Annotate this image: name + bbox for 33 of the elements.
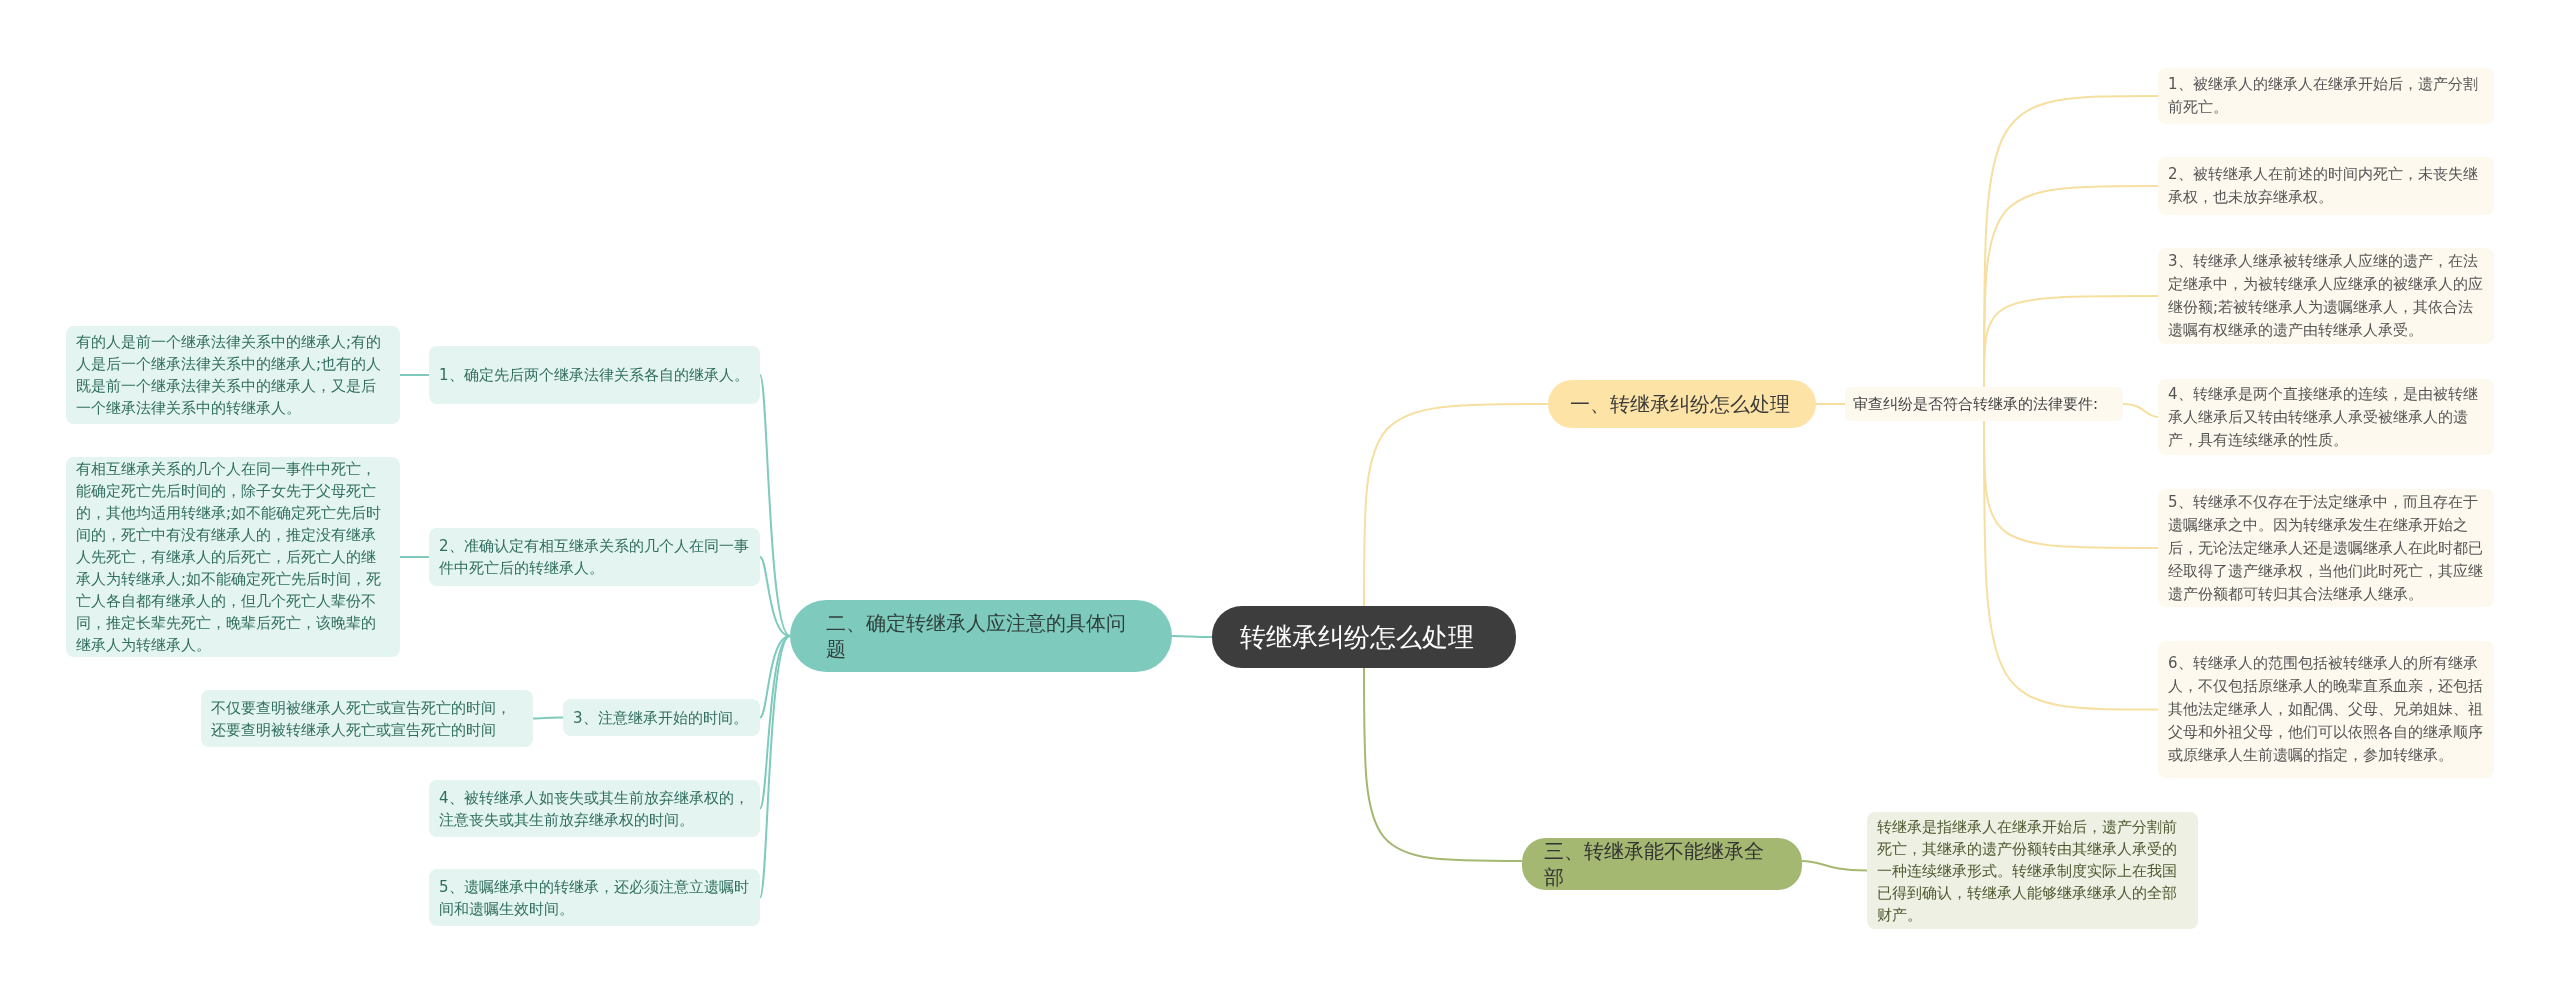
- central-topic: 转继承纠纷怎么处理: [1212, 606, 1516, 668]
- subtopic-box: 6、转继承人的范围包括被转继承人的所有继承人，不仅包括原继承人的晚辈直系血亲，还包括其他法定继承人，如配偶、父母、兄弟姐妹、祖父母和外祖父母，他们可以依照各自的继承顺序或原继承人生前遗嘱的指定，参加转继承。: [2158, 641, 2494, 778]
- connector-line: [759, 635, 791, 810]
- subtopic-box: 审查纠纷是否符合转继承的法律要件:: [1845, 387, 2123, 421]
- subtopic-box: 3、注意继承开始的时间。: [563, 699, 760, 736]
- connector-line: [2122, 403, 2159, 418]
- subtopic-box: 4、被转继承人如丧失或其生前放弃继承权的，注意丧失或其生前放弃继承权的时间。: [429, 780, 760, 837]
- subtopic-box: 2、准确认定有相互继承关系的几个人在同一事件中死亡后的转继承人。: [429, 528, 760, 586]
- connector-line: [532, 716, 564, 720]
- subtopic-box: 1、确定先后两个继承法律关系各自的继承人。: [429, 346, 760, 404]
- subtopic-box: 3、转继承人继承被转继承人应继的遗产，在法定继承中，为被转继承人应继承的被继承人的应继份额;若被转继承人为遗嘱继承人，其依合法遗嘱有权继承的遗产由转继承人承受。: [2158, 248, 2494, 344]
- connector-line: [1983, 295, 2159, 388]
- branch-topic: 三、转继承能不能继承全部: [1522, 838, 1802, 890]
- subtopic-box: 2、被转继承人在前述的时间内死亡，未丧失继承权，也未放弃继承权。: [2158, 157, 2494, 215]
- subtopic-box: 有的人是前一个继承法律关系中的继承人;有的人是后一个继承法律关系中的继承人;也有的人既是前一个继承法律关系中的继承人，又是后一个继承法律关系中的转继承人。: [66, 326, 400, 424]
- connector-line: [1363, 667, 1523, 862]
- connector-line: [1801, 860, 1868, 872]
- subtopic-box: 有相互继承关系的几个人在同一事件中死亡，能确定死亡先后时间的，除子女先于父母死亡的，其他均适用转继承;如不能确定死亡先后时间的，死亡中有没有继承人的，推定没有继承人先死亡，有继承人的后死亡，后死亡人的继承人为转继承人;如不能确定死亡先后时间，死亡人各自都有继承人的，但几个死亡人辈份不同，推定长辈先死亡，晚辈后死亡，该晚辈的继承人为转继承人。: [66, 457, 400, 657]
- connector-line: [759, 374, 791, 637]
- connector-line: [1363, 403, 1549, 607]
- subtopic-box: 转继承是指继承人在继承开始后，遗产分割前死亡，其继承的遗产份额转由其继承人承受的一种连续继承形式。转继承制度实际上在我国已得到确认，转继承人能够继承继承人的全部财产。: [1867, 812, 2198, 929]
- connector-line: [399, 374, 430, 376]
- subtopic-box: 4、转继承是两个直接继承的连续，是由被转继承人继承后又转由转继承人承受被继承人的遗产，具有连续继承的性质。: [2158, 379, 2494, 455]
- connector-line: [399, 556, 430, 558]
- subtopic-box: 1、被继承人的继承人在继承开始后，遗产分割前死亡。: [2158, 68, 2494, 124]
- connector-line: [759, 635, 791, 899]
- branch-topic: 一、转继承纠纷怎么处理: [1548, 380, 1816, 428]
- connector-line: [1815, 403, 1846, 405]
- subtopic-box: 不仅要查明被继承人死亡或宣告死亡的时间，还要查明被转继承人死亡或宣告死亡的时间: [201, 690, 533, 747]
- branch-topic: 二、确定转继承人应注意的具体问题: [790, 600, 1172, 672]
- subtopic-box: 5、转继承不仅存在于法定继承中，而且存在于遗嘱继承之中。因为转继承发生在继承开始之后，无论法定继承人还是遗嘱继承人在此时都已经取得了遗产继承权，当他们此时死亡，其应继遗产份额都可转归其合法继承人继承。: [2158, 489, 2494, 607]
- connector-line: [1171, 635, 1213, 638]
- subtopic-box: 5、遗嘱继承中的转继承，还必须注意立遗嘱时间和遗嘱生效时间。: [429, 869, 760, 926]
